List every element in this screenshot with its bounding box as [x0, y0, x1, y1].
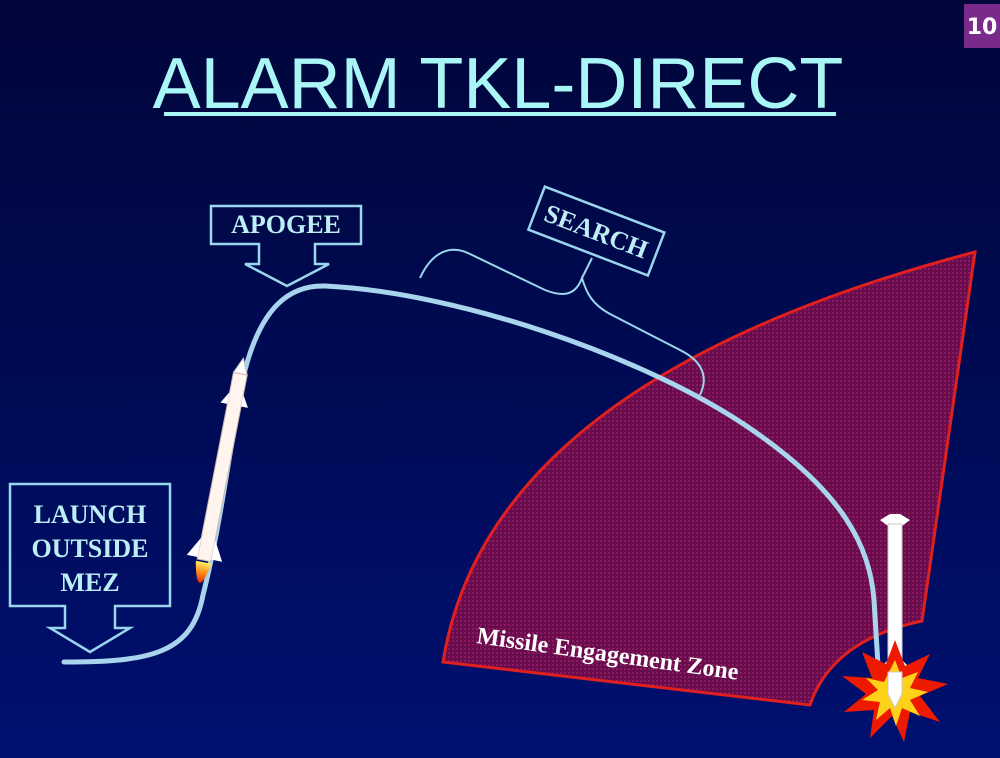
slide-number: 10	[967, 15, 998, 40]
missile-warhead	[887, 671, 903, 710]
title-underline	[164, 112, 836, 116]
missile-engagement-zone	[441, 249, 977, 707]
slide-number-badge: 10	[964, 4, 1000, 48]
launch-label-line3: MEZ	[60, 568, 119, 597]
apogee-label: APOGEE	[231, 210, 341, 239]
search-callout: SEARCH	[419, 185, 705, 396]
missile-exhaust-icon	[195, 560, 212, 583]
search-label-box	[526, 185, 666, 278]
launch-callout: LAUNCH OUTSIDE MEZ	[8, 482, 172, 654]
ascending-missile	[186, 356, 248, 583]
slide-title: ALARM TKL-DIRECT	[153, 44, 844, 124]
search-bracket-pointer	[581, 257, 593, 279]
search-bracket	[419, 249, 705, 396]
launch-label-line2: OUTSIDE	[31, 534, 148, 563]
launch-label-line1: LAUNCH	[34, 500, 147, 529]
missile-trajectory	[61, 283, 881, 668]
apogee-callout: APOGEE	[209, 204, 363, 288]
slide-title-group: ALARM TKL-DIRECT	[153, 44, 844, 124]
